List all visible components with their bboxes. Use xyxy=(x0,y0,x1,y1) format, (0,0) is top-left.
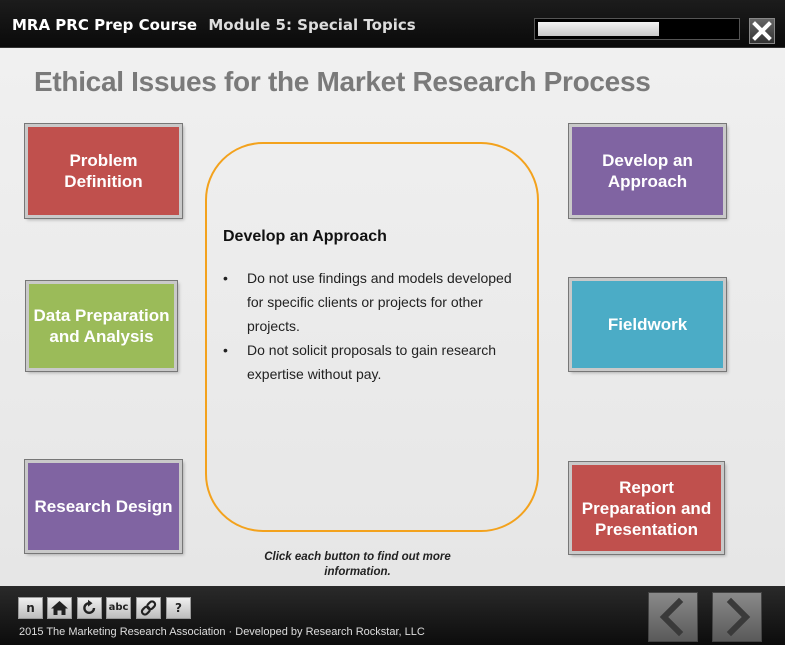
progress-bar xyxy=(534,18,740,40)
instruction-hint: Click each button to find out more infor… xyxy=(264,551,451,578)
progress-fill xyxy=(538,22,659,36)
footer-bar: n abc ? 2015 The Ma xyxy=(0,586,785,645)
tile-label: Fieldwork xyxy=(607,315,688,334)
glossary-button[interactable]: abc xyxy=(106,597,131,619)
chevron-right-icon xyxy=(726,597,751,637)
slide-area: Ethical Issues for the Market Research P… xyxy=(0,48,785,586)
bullet-glyph: • xyxy=(223,342,228,358)
fieldwork-button[interactable]: Fieldwork xyxy=(568,277,727,372)
bullet-text: Do not solicit proposals to gain researc… xyxy=(247,342,497,382)
course-title: MRA PRC Prep Course Module 5: Special To… xyxy=(12,16,416,34)
slide-title: Ethical Issues for the Market Research P… xyxy=(34,66,651,97)
home-button[interactable] xyxy=(47,597,72,619)
problem-definition-button[interactable]: Problem Definition xyxy=(24,123,183,219)
chevron-left-icon xyxy=(659,597,684,637)
data-preparation-button[interactable]: Data Preparation and Analysis xyxy=(25,280,178,372)
previous-button[interactable] xyxy=(648,592,698,642)
report-preparation-button[interactable]: Report Preparation and Presentation xyxy=(568,461,725,555)
bullet-text: Do not use findings and models developed… xyxy=(247,270,512,334)
refresh-icon xyxy=(83,599,96,614)
glossary-label: abc xyxy=(108,602,129,613)
close-icon xyxy=(752,21,772,41)
notes-button[interactable]: n xyxy=(18,597,43,619)
home-icon xyxy=(51,601,68,615)
tile-label: Develop an Approach xyxy=(602,151,693,191)
bullet-glyph: • xyxy=(223,270,228,286)
tile-label: Problem Definition xyxy=(64,151,143,191)
footer-credit: 2015 The Marketing Research Association … xyxy=(19,626,425,638)
next-button[interactable] xyxy=(712,592,762,642)
list-item: • Do not solicit proposals to gain resea… xyxy=(223,338,523,386)
link-icon xyxy=(140,600,157,616)
tile-label: Research Design xyxy=(34,497,173,516)
help-label: ? xyxy=(175,601,182,615)
research-design-button[interactable]: Research Design xyxy=(24,459,183,554)
module-name: Module 5: Special Topics xyxy=(208,16,416,34)
replay-button[interactable] xyxy=(77,597,102,619)
notes-label: n xyxy=(26,601,35,615)
develop-approach-button[interactable]: Develop an Approach xyxy=(568,123,727,219)
course-name: MRA PRC Prep Course xyxy=(12,16,198,34)
help-button[interactable]: ? xyxy=(166,597,191,619)
info-bullets: • Do not use findings and models develop… xyxy=(223,266,523,386)
resources-button[interactable] xyxy=(136,597,161,619)
tile-label: Report Preparation and Presentation xyxy=(581,477,712,539)
close-button[interactable] xyxy=(749,18,775,44)
list-item: • Do not use findings and models develop… xyxy=(223,266,523,338)
tile-label: Data Preparation and Analysis xyxy=(33,306,170,346)
info-heading: Develop an Approach xyxy=(223,228,387,245)
info-panel: Develop an Approach • Do not use finding… xyxy=(205,142,539,532)
header-bar: MRA PRC Prep Course Module 5: Special To… xyxy=(0,0,785,48)
